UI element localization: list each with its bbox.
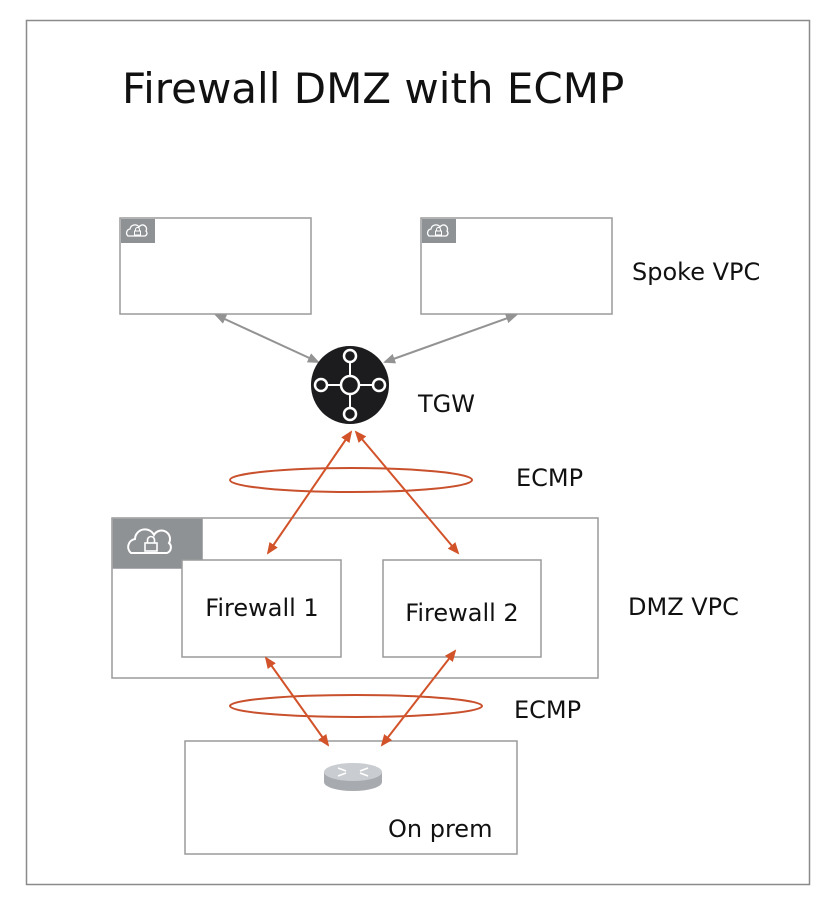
tgw-label: TGW xyxy=(417,390,475,418)
transit-gateway-icon xyxy=(311,346,389,424)
on-prem-box: On prem xyxy=(184,740,518,855)
spoke-vpc-box-right xyxy=(420,217,613,315)
tgw-firewall-2-arrow xyxy=(354,430,460,555)
diagram-frame xyxy=(25,19,811,886)
ecmp-label-top: ECMP xyxy=(516,464,583,492)
firewall-2-box: Firewall 2 xyxy=(382,559,542,658)
vpc-cloud-lock-icon xyxy=(121,219,155,243)
dmz-vpc-label: DMZ VPC xyxy=(628,593,739,621)
firewall-1-onprem-arrow xyxy=(264,656,330,747)
on-prem-label: On prem xyxy=(388,815,492,843)
router-icon xyxy=(324,763,382,791)
firewall-2-onprem-arrow xyxy=(380,649,457,747)
firewall-1-box: Firewall 1 xyxy=(181,559,342,658)
ecmp-ring-bottom xyxy=(229,694,483,718)
spoke-vpc-label: Spoke VPC xyxy=(632,258,760,286)
spoke-vpc-box-left xyxy=(119,217,312,315)
tgw-firewall-1-arrow xyxy=(266,430,353,555)
vpc-cloud-lock-icon xyxy=(422,219,456,243)
spoke-left-tgw-arrow xyxy=(214,314,320,363)
firewall-2-label: Firewall 2 xyxy=(405,599,518,627)
ecmp-label-bottom: ECMP xyxy=(514,696,581,724)
spoke-right-tgw-arrow xyxy=(383,313,518,364)
ecmp-ring-top xyxy=(229,467,473,493)
diagram-title: Firewall DMZ with ECMP xyxy=(122,64,624,113)
firewall-1-label: Firewall 1 xyxy=(205,594,318,622)
